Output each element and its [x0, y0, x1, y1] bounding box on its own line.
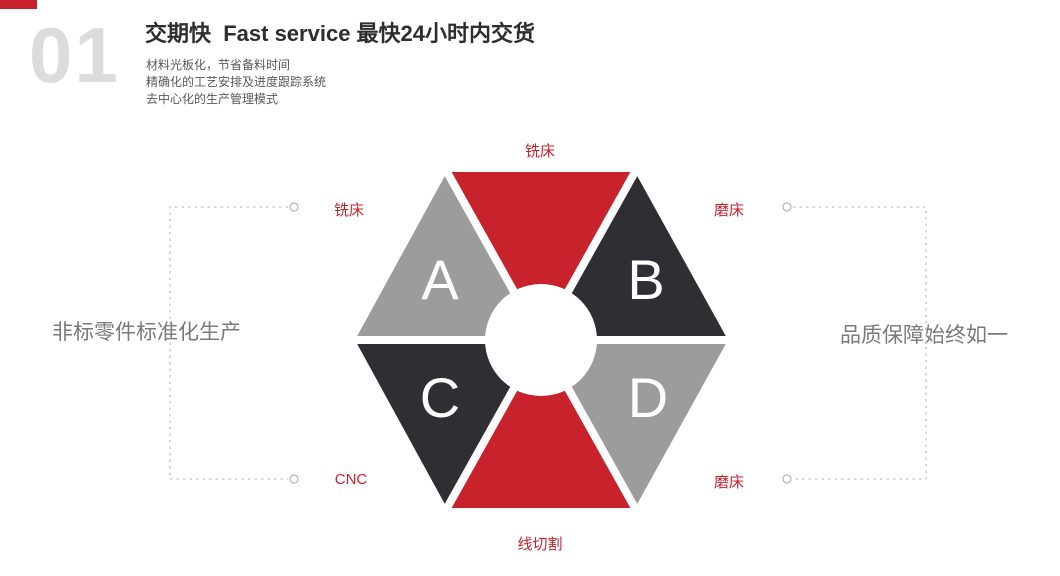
bullet-list: 材料光板化，节省备料时间 精确化的工艺安排及进度跟踪系统 去中心化的生产管理模式 [146, 57, 326, 108]
left-bracket-dotted-line [169, 206, 288, 480]
segment-top-red [447, 172, 635, 340]
section-number: 01 [29, 11, 120, 99]
segment-label-right-top: 磨床 [713, 202, 744, 219]
right-caption: 品质保障始终如一 [840, 324, 1008, 347]
segment-label-left-top: 铣床 [333, 202, 364, 219]
corner-accent-block [0, 0, 37, 9]
segment-d [541, 340, 728, 508]
connector-dot-icon [782, 474, 792, 484]
letter-c: C [420, 366, 460, 429]
section-title: 交期快 Fast service 最快24小时内交货 [145, 21, 536, 46]
segment-label-right-bottom: 磨床 [713, 474, 744, 491]
bullet-line: 精确化的工艺安排及进度跟踪系统 [146, 75, 327, 89]
connector-dot-icon [289, 474, 299, 484]
bullet-line: 去中心化的生产管理模式 [146, 92, 279, 106]
left-caption: 非标零件标准化生产 [52, 321, 241, 344]
segment-c [355, 340, 541, 508]
letter-a: A [421, 248, 459, 311]
segment-bottom-red [447, 340, 635, 508]
segment-a [355, 172, 541, 340]
connector-dot-icon [289, 202, 299, 212]
bullet-line: 材料光板化，节省备料时间 [146, 58, 291, 72]
letter-d: D [628, 366, 668, 429]
connector-dot-icon [782, 202, 792, 212]
segment-b [541, 172, 728, 340]
segment-label-bottom: 线切割 [517, 536, 563, 553]
letter-b: B [627, 248, 664, 311]
right-bracket-dotted-line [793, 206, 927, 480]
segment-label-left-bottom: CNC [334, 471, 368, 488]
segment-label-top: 铣床 [524, 143, 555, 160]
center-circle [485, 284, 597, 396]
